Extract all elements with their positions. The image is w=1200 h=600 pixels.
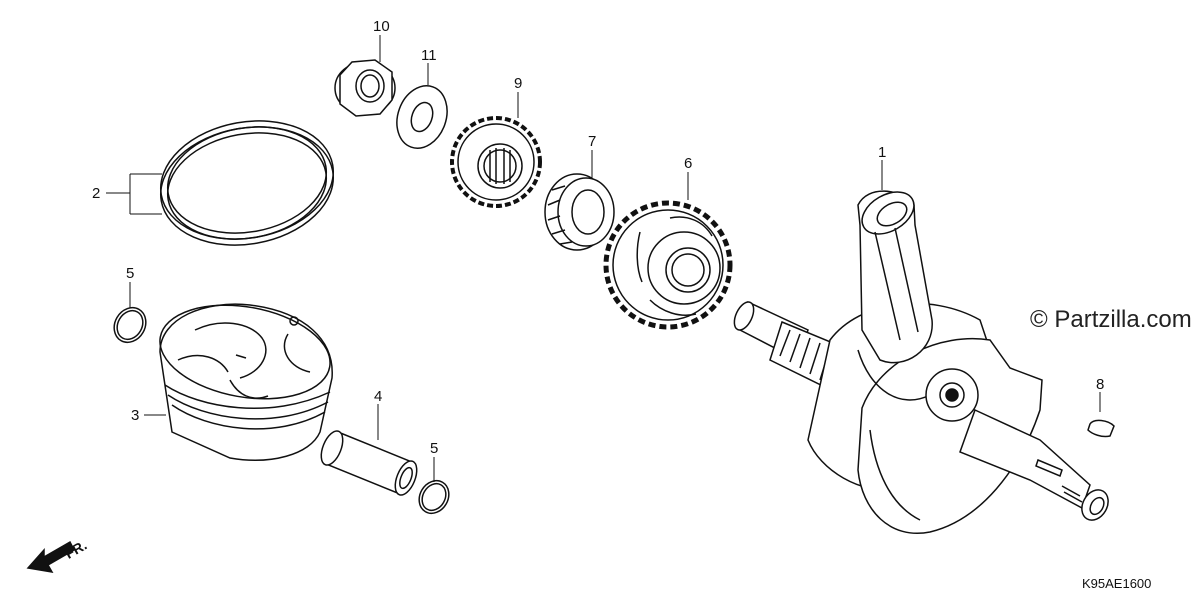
washer — [396, 85, 448, 149]
callout-3: 3 — [131, 407, 140, 424]
callout-11: 11 — [421, 47, 437, 64]
needle-bearing — [544, 173, 615, 251]
callout-10: 10 — [373, 18, 390, 35]
piston-pin — [320, 430, 418, 496]
callout-6: 6 — [684, 155, 693, 172]
callout-8: 8 — [1096, 376, 1105, 393]
diagram-code: K95AE1600 — [1082, 576, 1152, 591]
gear-6 — [603, 200, 733, 330]
callout-5-lower: 5 — [430, 440, 439, 457]
flange-nut — [334, 59, 396, 117]
piston — [159, 303, 333, 461]
piston-ring-set — [159, 120, 335, 246]
callout-7: 7 — [588, 133, 597, 150]
callout-2: 2 — [92, 185, 101, 202]
callout-9: 9 — [514, 75, 523, 92]
leader-lines — [106, 35, 1101, 482]
front-direction-arrow — [26, 540, 75, 573]
pin-clip-upper — [113, 306, 147, 344]
callout-4: 4 — [374, 388, 383, 405]
callout-1: 1 — [878, 144, 887, 161]
partzilla-watermark: © Partzilla.com — [1030, 306, 1192, 333]
woodruff-key — [1087, 419, 1115, 438]
gear-9 — [450, 116, 542, 208]
pin-clip-lower — [418, 479, 450, 515]
callout-5-upper: 5 — [126, 265, 135, 282]
crankshaft-assembly — [733, 190, 1109, 534]
